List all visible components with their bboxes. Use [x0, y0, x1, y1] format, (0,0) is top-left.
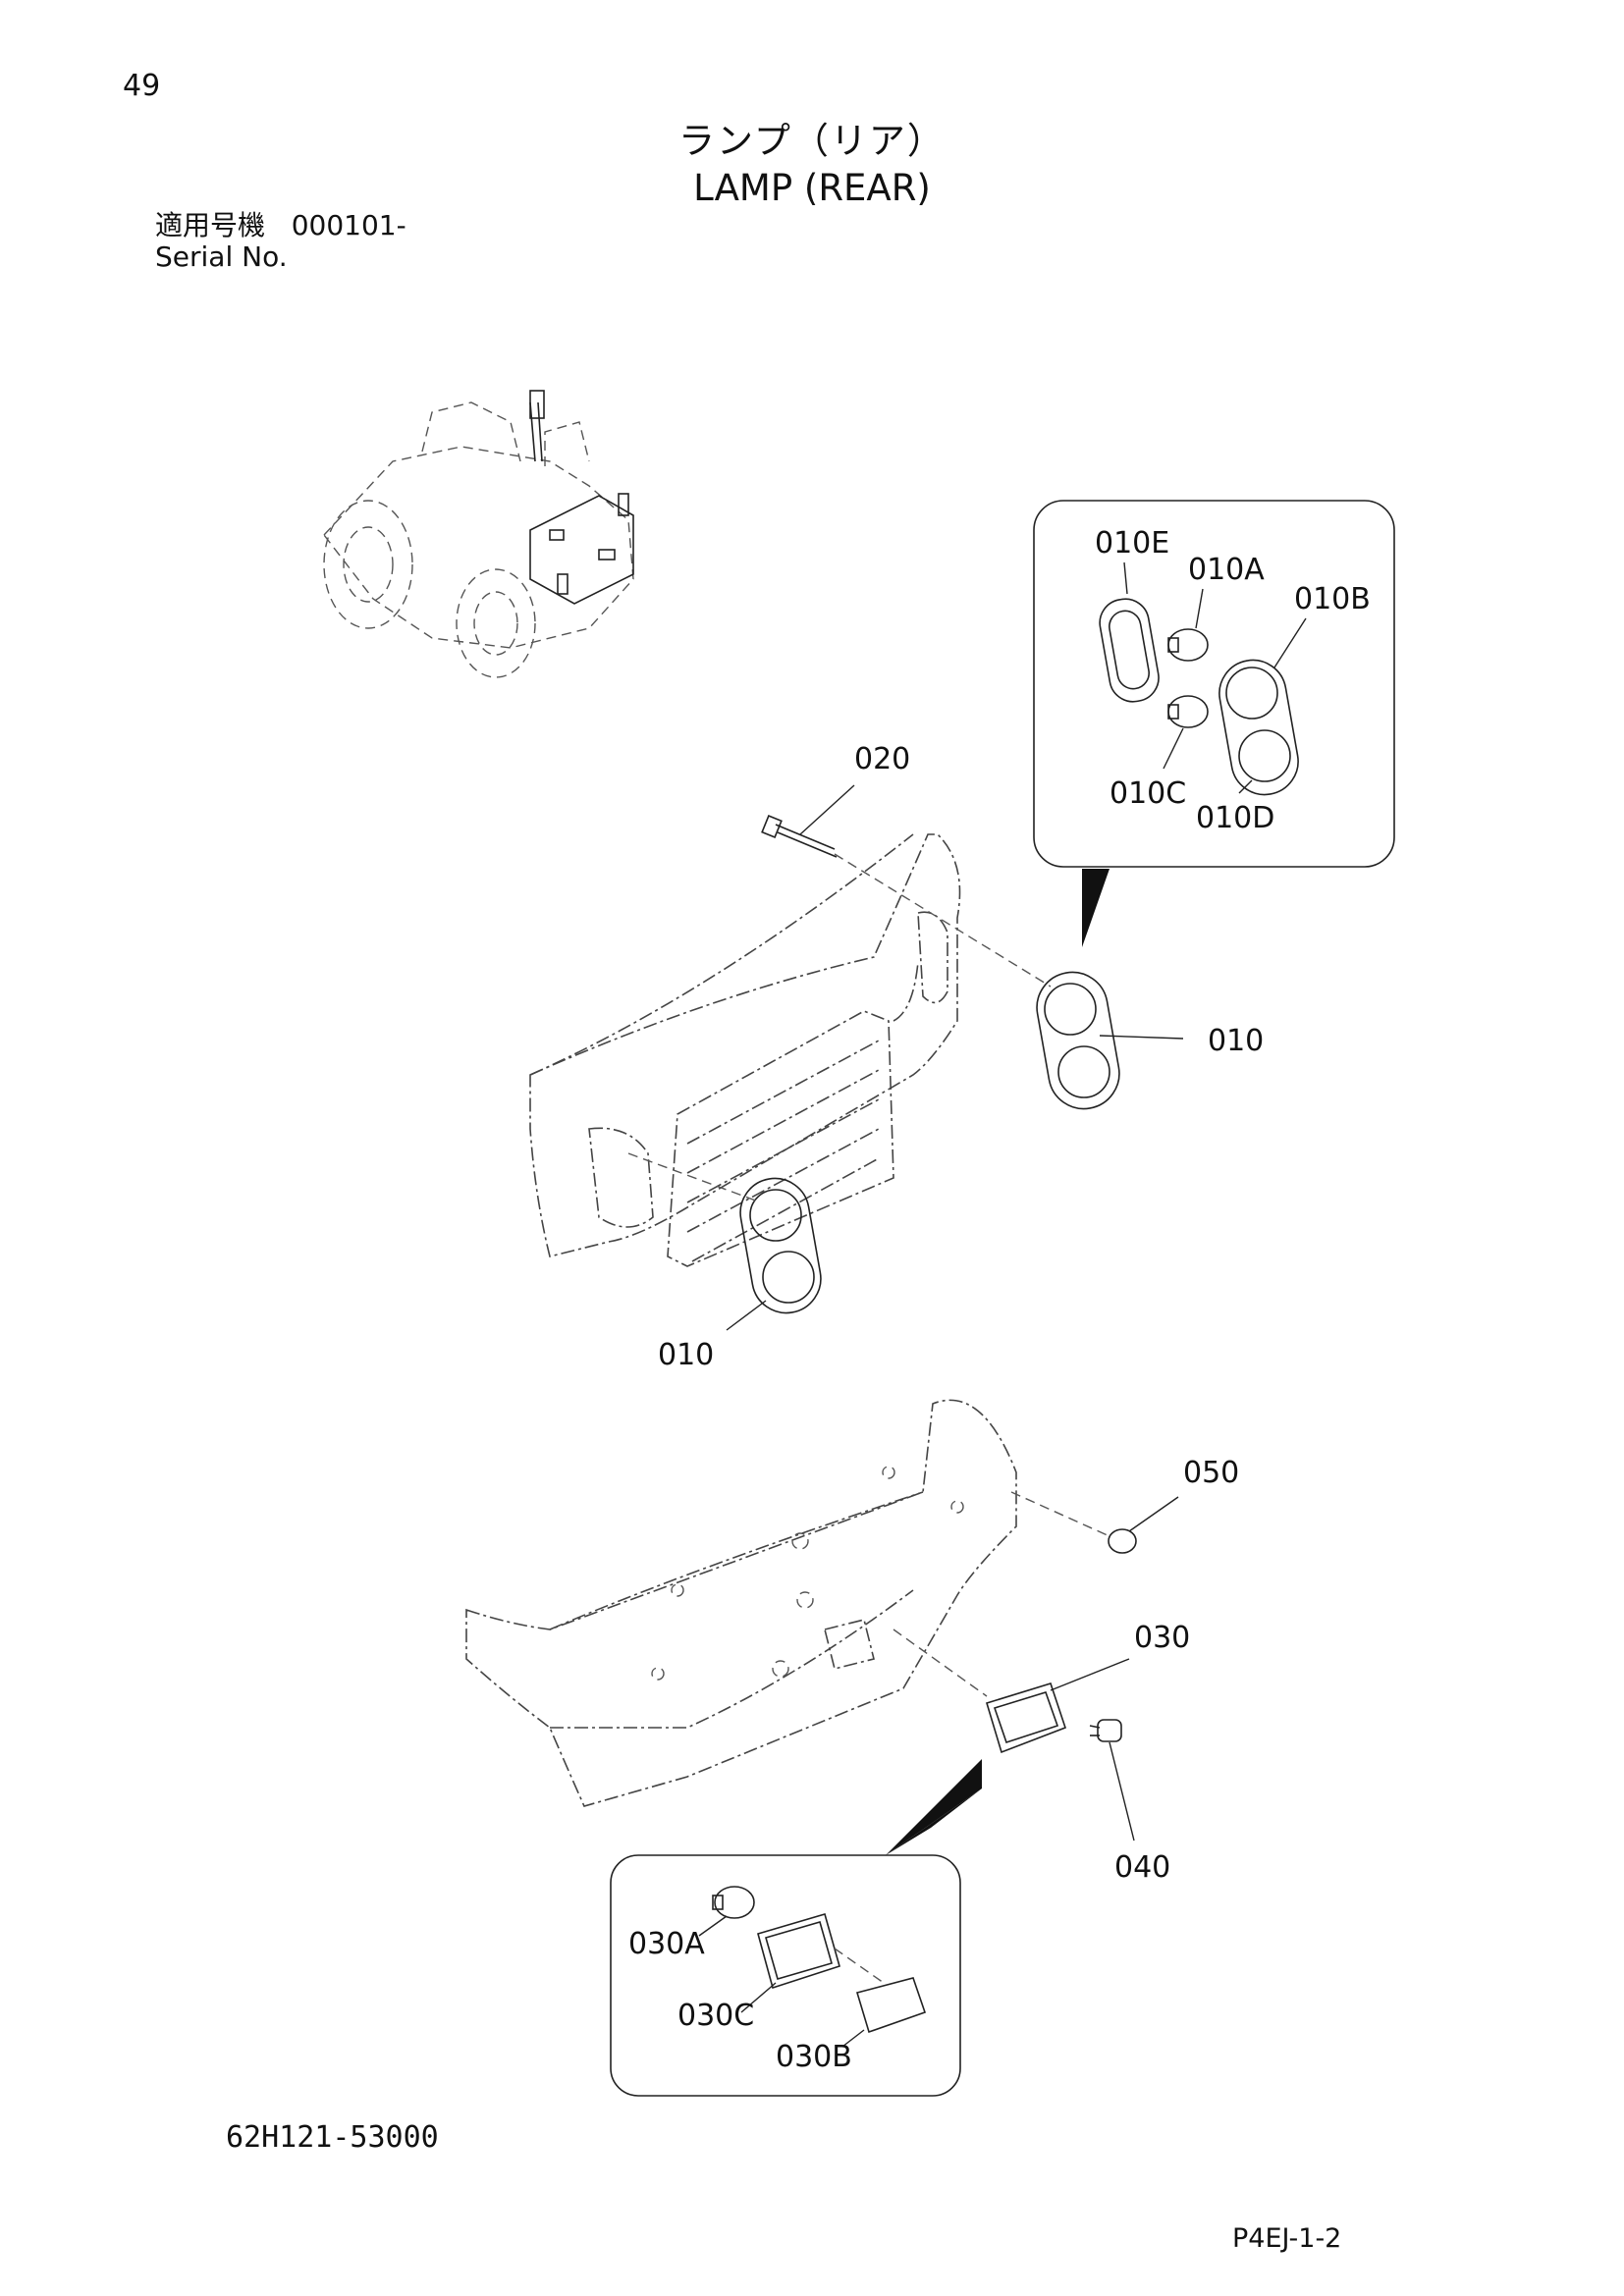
rear-lamp-right	[1036, 971, 1184, 1110]
screw-040	[1089, 1719, 1135, 1842]
lens-030B	[834, 1948, 927, 2048]
lamp-detail-box	[1033, 500, 1395, 947]
title-japanese: ランプ（リア）	[678, 120, 946, 162]
license-lamp-detail-box	[610, 1759, 982, 2097]
bulb-010A	[1167, 628, 1209, 662]
title-english: LAMP (REAR)	[693, 167, 931, 209]
callout-010A: 010A	[1188, 553, 1265, 587]
callout-010E: 010E	[1095, 526, 1169, 561]
cap-050	[1010, 1491, 1179, 1554]
callout-050: 050	[1183, 1456, 1239, 1490]
callout-040: 040	[1114, 1850, 1170, 1885]
serial-number: 000101-	[291, 209, 406, 241]
lamp-gasket-010E	[1099, 598, 1160, 703]
page-code: P4EJ-1-2	[1232, 2223, 1342, 2254]
callout-030: 030	[1134, 1621, 1190, 1655]
serial-label: 適用号機 000101-	[155, 204, 406, 243]
tractor-thumbnail	[323, 390, 634, 678]
rear-cover-panel	[529, 833, 961, 1267]
callout-010B: 010B	[1294, 582, 1371, 616]
callout-010D: 010D	[1196, 801, 1274, 835]
callout-030B: 030B	[776, 2040, 852, 2074]
bulb-010C	[1167, 695, 1209, 728]
callout-010-left: 010	[658, 1338, 714, 1372]
rear-lamp-left	[627, 1152, 822, 1331]
page-number: 49	[123, 69, 161, 103]
lamp-body-030C	[740, 1913, 840, 2013]
lamp-lens-010B	[1218, 659, 1299, 796]
drawing-number: 62H121-53000	[226, 2120, 439, 2155]
callout-010-right: 010	[1208, 1024, 1264, 1058]
callout-010C: 010C	[1110, 776, 1186, 811]
rear-bumper	[465, 1399, 1017, 1807]
bolt-020	[761, 784, 1052, 988]
callout-020: 020	[854, 742, 910, 776]
serial-label-en: Serial No.	[155, 240, 288, 273]
license-lamp-030	[893, 1629, 1130, 1754]
callout-030A: 030A	[628, 1927, 705, 1961]
serial-label-jp: 適用号機	[155, 209, 266, 241]
callout-030C: 030C	[677, 1999, 754, 2033]
bulb-030A	[698, 1886, 755, 1937]
